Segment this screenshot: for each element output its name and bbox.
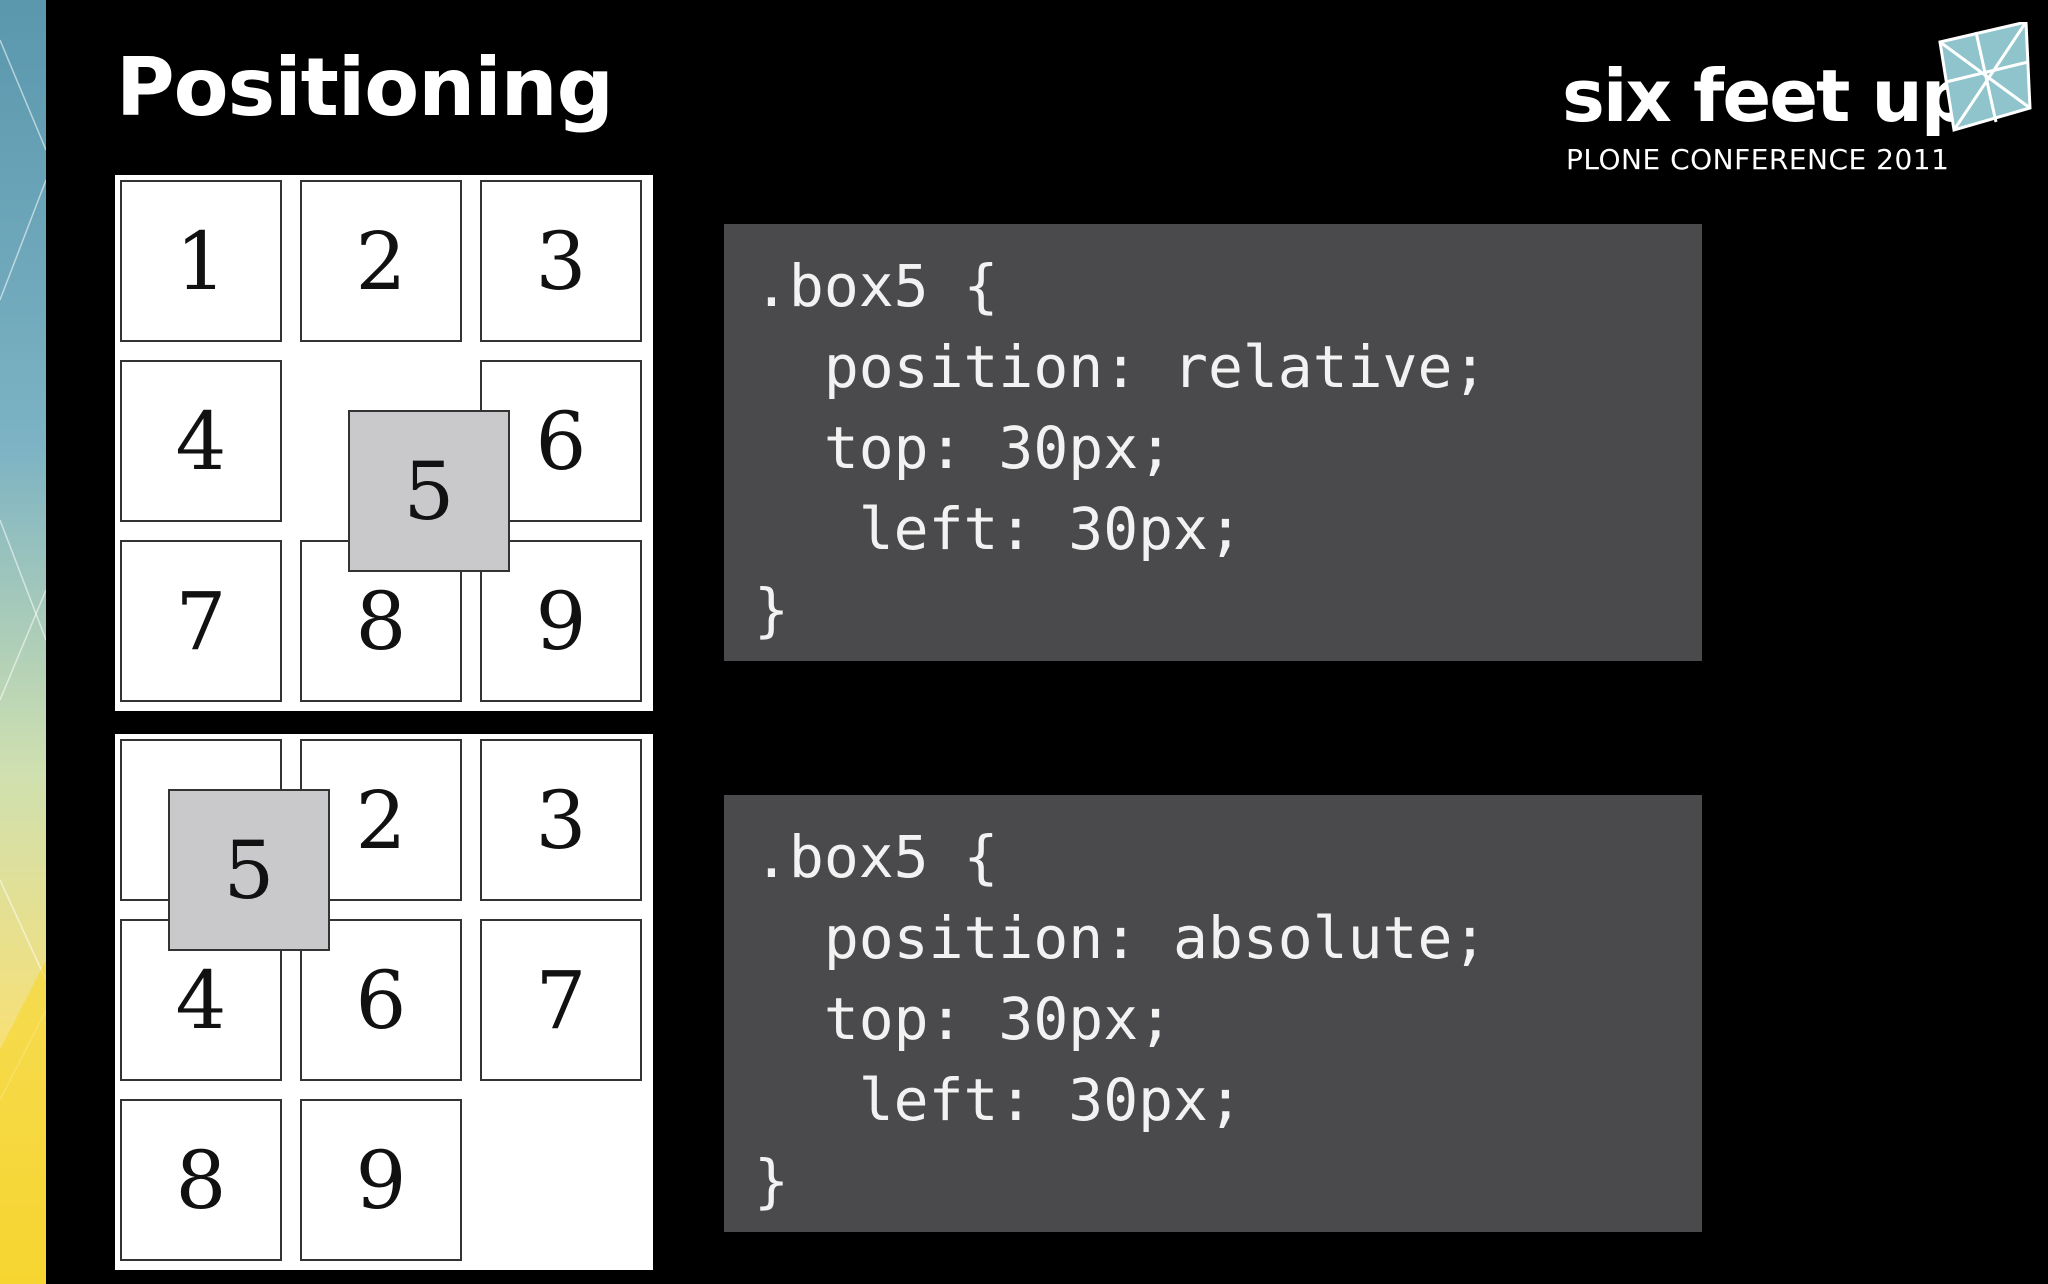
- grid-cell: 9: [480, 540, 642, 702]
- code-line: }: [754, 1147, 789, 1215]
- code-line: left: 30px;: [754, 495, 1243, 563]
- grid-cell: 2: [300, 180, 462, 342]
- code-line: top: 30px;: [754, 414, 1174, 482]
- code-line: position: absolute;: [754, 904, 1488, 972]
- grid-cell: 1: [120, 180, 282, 342]
- code-line: position: relative;: [754, 333, 1488, 401]
- logo-subtitle: PLONE CONFERENCE 2011: [1566, 143, 1950, 176]
- slide-title: Positioning: [116, 41, 614, 134]
- grid-cell: 9: [300, 1099, 462, 1261]
- moved-box-5: 5: [168, 789, 330, 951]
- code-line: left: 30px;: [754, 1066, 1243, 1134]
- code-block-relative: .box5 { position: relative; top: 30px; l…: [724, 224, 1702, 661]
- code-line: top: 30px;: [754, 985, 1174, 1053]
- relative-position-diagram: 1 2 3 4 6 7 8 9 5: [115, 175, 653, 711]
- code-line: .box5 {: [754, 252, 999, 320]
- grid-cell: 6: [300, 919, 462, 1081]
- geometric-cube-icon: [1938, 22, 2032, 132]
- grid-cell: 3: [480, 180, 642, 342]
- grid-cell: 3: [480, 739, 642, 901]
- decorative-left-strip: [0, 0, 46, 1284]
- grid-cell: 7: [480, 919, 642, 1081]
- code-line: }: [754, 576, 789, 644]
- code-line: .box5 {: [754, 823, 999, 891]
- code-block-absolute: .box5 { position: absolute; top: 30px; l…: [724, 795, 1702, 1232]
- logo-wordmark: six feet up: [1562, 54, 1972, 138]
- grid-cell: 7: [120, 540, 282, 702]
- grid-cell: 8: [120, 1099, 282, 1261]
- absolute-position-diagram: 2 3 4 6 7 8 9 5: [115, 734, 653, 1270]
- grid-cell: 4: [120, 360, 282, 522]
- decorative-lines-icon: [0, 39, 46, 1284]
- moved-box-5: 5: [348, 410, 510, 572]
